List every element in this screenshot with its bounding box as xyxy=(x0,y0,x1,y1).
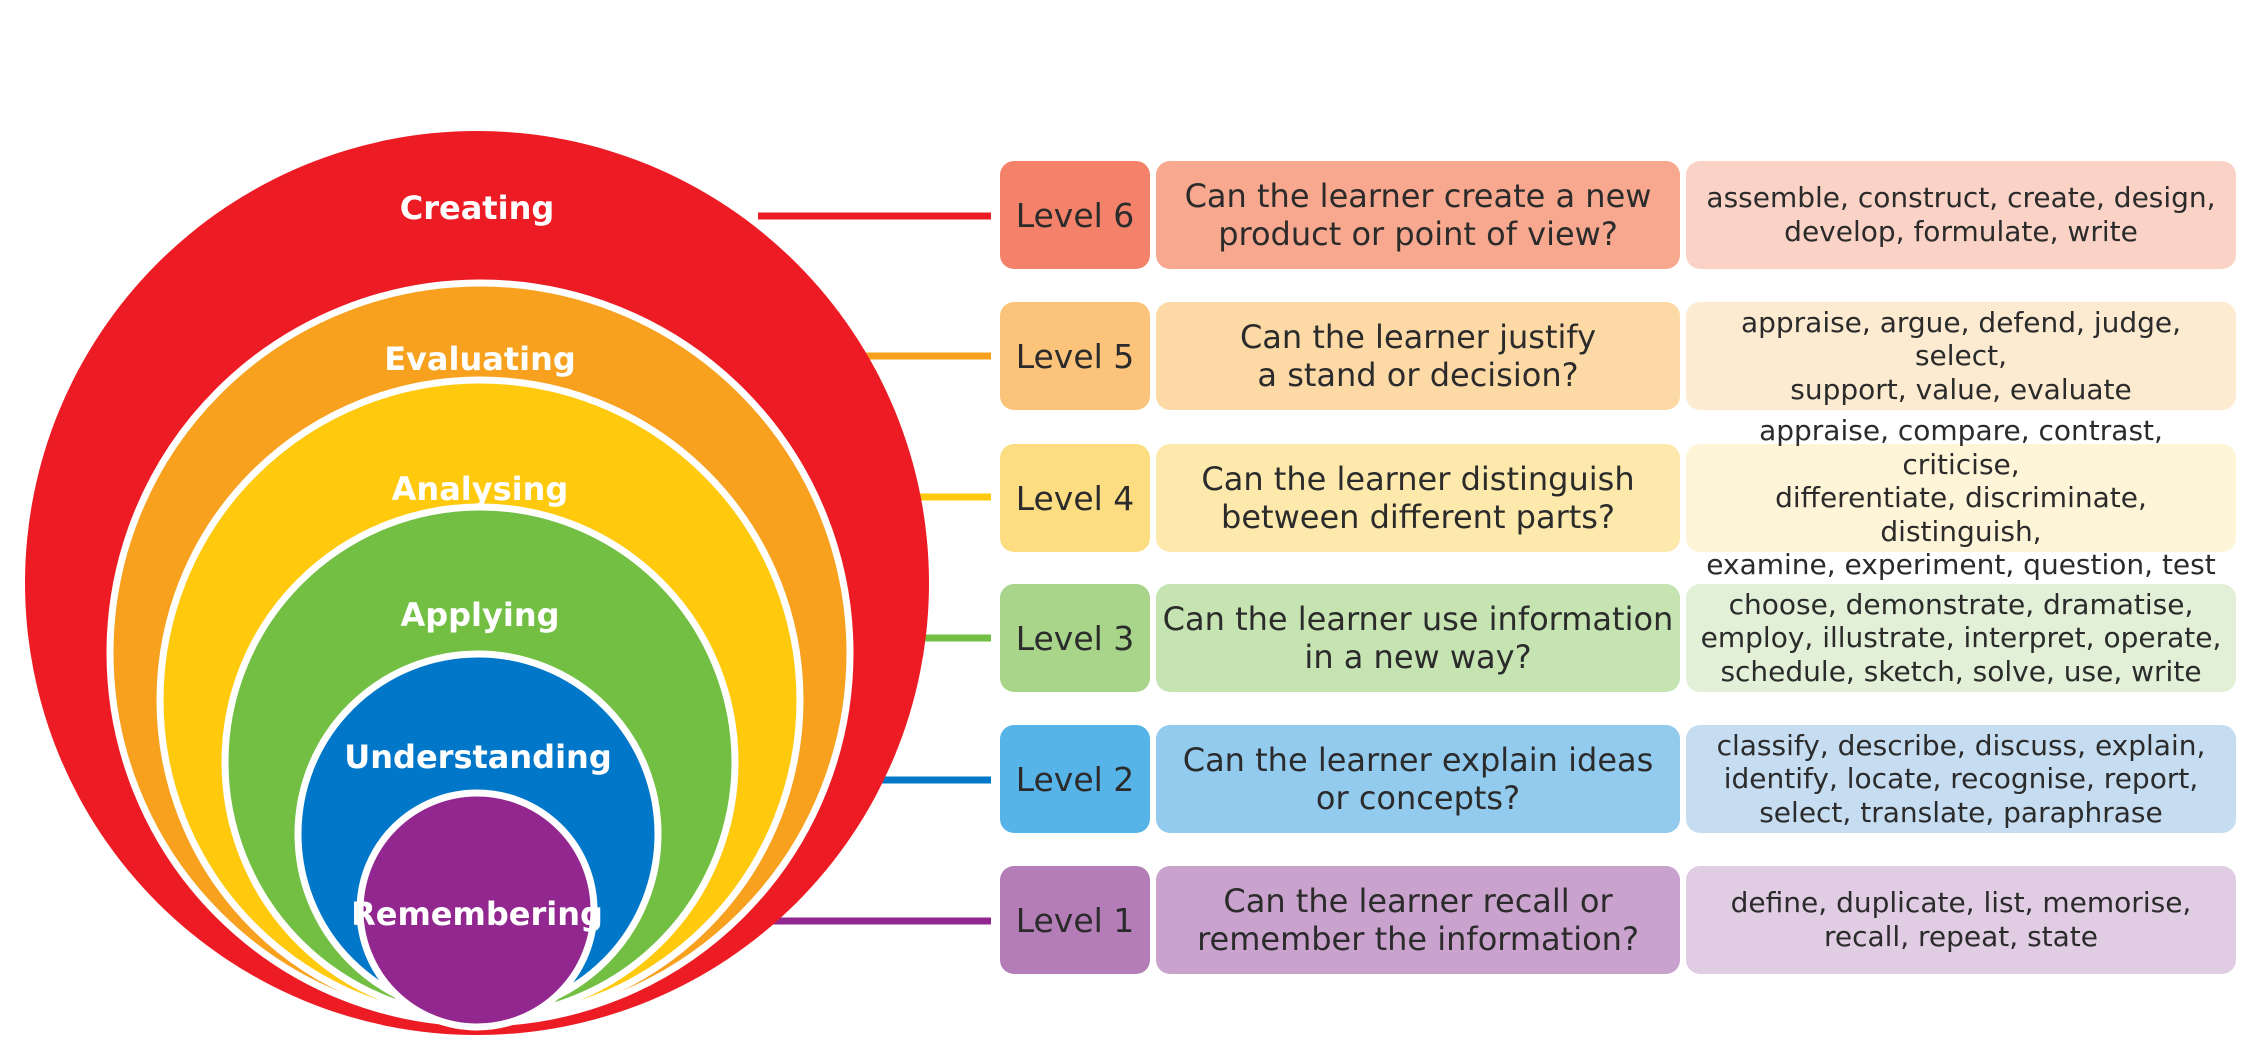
verbs-line: examine, experiment, question, test xyxy=(1706,548,2216,582)
question-line: in a new way? xyxy=(1304,638,1532,676)
verbs-line: classify, describe, discuss, explain, xyxy=(1716,728,2206,762)
circle-label-applying: Applying xyxy=(400,596,559,634)
circle-label-evaluating: Evaluating xyxy=(384,340,576,378)
verbs-line: define, duplicate, list, memorise, xyxy=(1730,886,2192,920)
question-line: product or point of view? xyxy=(1218,215,1618,253)
question-line: a stand or decision? xyxy=(1257,356,1579,394)
level-label-remembering: Level 1 xyxy=(1000,866,1150,974)
verbs-line: select, translate, paraphrase xyxy=(1759,795,2163,829)
circle-label-remembering: Remembering xyxy=(351,895,603,933)
nested-circles: CreatingEvaluatingAnalysingApplyingUnder… xyxy=(25,131,929,1035)
verbs-line: schedule, sketch, solve, use, write xyxy=(1720,654,2202,688)
question-line: Can the learner use information xyxy=(1162,599,1674,638)
question-line: Can the learner recall or xyxy=(1223,881,1613,920)
verbs-line: employ, illustrate, interpret, operate, xyxy=(1700,621,2222,655)
level-label-analysing: Level 4 xyxy=(1000,444,1150,552)
verbs-box-evaluating: appraise, argue, defend, judge, select,s… xyxy=(1686,302,2236,410)
level-label-creating: Level 6 xyxy=(1000,161,1150,269)
verbs-line: assemble, construct, create, design, xyxy=(1706,181,2216,215)
circle-remembering xyxy=(356,789,598,1031)
verbs-line: recall, repeat, state xyxy=(1823,920,2098,953)
verbs-box-analysing: appraise, compare, contrast, criticise,d… xyxy=(1686,414,2236,581)
question-line: between different parts? xyxy=(1221,498,1615,536)
question-line: Can the learner justify xyxy=(1239,317,1597,356)
verbs-box-creating: assemble, construct, create, design,deve… xyxy=(1686,161,2236,269)
verbs-box-remembering: define, duplicate, list, memorise,recall… xyxy=(1686,866,2236,974)
verbs-box-applying: choose, demonstrate, dramatise,employ, i… xyxy=(1686,584,2236,692)
level-label-evaluating: Level 5 xyxy=(1000,302,1150,410)
verbs-line: choose, demonstrate, dramatise, xyxy=(1728,587,2194,621)
verbs-line: appraise, argue, defend, judge, select, xyxy=(1740,305,2182,373)
circle-label-creating: Creating xyxy=(400,189,555,227)
circle-label-analysing: Analysing xyxy=(392,470,569,508)
verbs-line: appraise, compare, contrast, criticise, xyxy=(1759,414,2163,481)
verbs-line: differentiate, discriminate, distinguish… xyxy=(1775,481,2147,548)
question-line: remember the information? xyxy=(1197,920,1639,958)
question-line: Can the learner explain ideas xyxy=(1182,740,1654,779)
question-line: Can the learner distinguish xyxy=(1201,459,1635,498)
verbs-box-understanding: classify, describe, discuss, explain,ide… xyxy=(1686,725,2236,833)
level-label-understanding: Level 2 xyxy=(1000,725,1150,833)
verbs-line: develop, formulate, write xyxy=(1784,215,2138,248)
question-line: Can the learner create a new xyxy=(1184,176,1652,215)
verbs-line: identify, locate, recognise, report, xyxy=(1723,762,2199,796)
question-line: or concepts? xyxy=(1315,779,1521,817)
level-label-applying: Level 3 xyxy=(1000,584,1150,692)
circle-label-understanding: Understanding xyxy=(344,738,611,776)
verbs-line: support, value, evaluate xyxy=(1790,372,2132,406)
